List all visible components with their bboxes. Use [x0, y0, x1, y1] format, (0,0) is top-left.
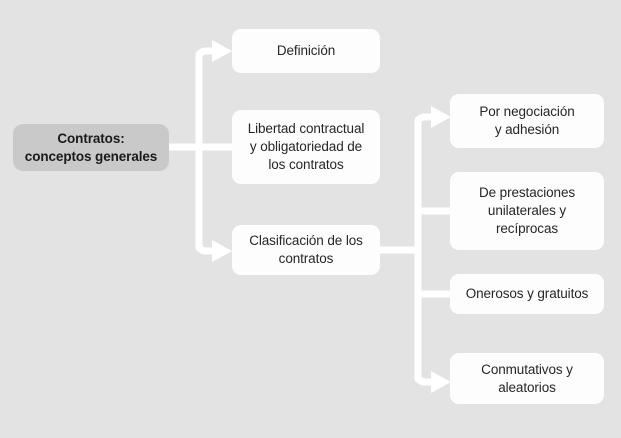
node-onerosos-line1: Onerosos y gratuitos [465, 286, 589, 302]
node-onerosos-text: Onerosos y gratuitos [458, 285, 596, 303]
node-root[interactable]: Contratos: conceptos generales [13, 124, 169, 171]
node-negociacion-line2: y adhesión [494, 122, 560, 137]
arrowhead-negociacion [431, 106, 451, 128]
node-por-negociacion[interactable]: Por negociación y adhesión [450, 94, 604, 148]
connector-to-conmutativos [414, 374, 433, 386]
node-clasificacion-line2: contratos [278, 251, 334, 266]
node-clasificacion-text: Clasificación de los contratos [240, 232, 372, 268]
node-negociacion-text: Por negociación y adhesión [458, 103, 596, 139]
connector-to-clasificacion [195, 243, 214, 255]
node-conmutativos-line2: aleatorios [498, 379, 556, 395]
node-libertad-line3: los contratos [268, 156, 344, 172]
node-root-line1: Contratos: [57, 130, 125, 146]
arrowhead-conmutativos [431, 371, 451, 393]
arrowhead-definicion [212, 40, 232, 62]
node-clasificacion-line1: Clasificación de los [249, 233, 363, 249]
node-libertad-line1: Libertad contractual [247, 121, 365, 137]
connector-to-negociacion [414, 113, 433, 125]
connector-to-definicion [195, 47, 214, 59]
node-root-text: Contratos: conceptos generales [21, 130, 161, 166]
node-clasificacion[interactable]: Clasificación de los contratos [232, 225, 380, 275]
node-definicion-text: Definición [240, 42, 372, 60]
node-definicion-line1: Definición [276, 43, 336, 59]
node-conmutativos-line1: Conmutativos y [481, 361, 573, 377]
node-prestaciones-line2: unilaterales y [487, 203, 567, 219]
node-conmutativos-text: Conmutativos y aleatorios [458, 361, 596, 397]
node-conmutativos-aleatorios[interactable]: Conmutativos y aleatorios [450, 353, 604, 404]
node-root-line2: conceptos generales [24, 148, 158, 164]
node-libertad-line2: y obligatoriedad de [249, 139, 363, 155]
node-prestaciones-line1: De prestaciones [478, 185, 576, 201]
node-definicion[interactable]: Definición [232, 29, 380, 73]
node-onerosos-gratuitos[interactable]: Onerosos y gratuitos [450, 274, 604, 314]
node-prestaciones-line3: recíprocas [495, 220, 559, 236]
node-negociacion-line1: Por negociación [479, 104, 575, 120]
arrowhead-clasificacion [212, 240, 232, 262]
